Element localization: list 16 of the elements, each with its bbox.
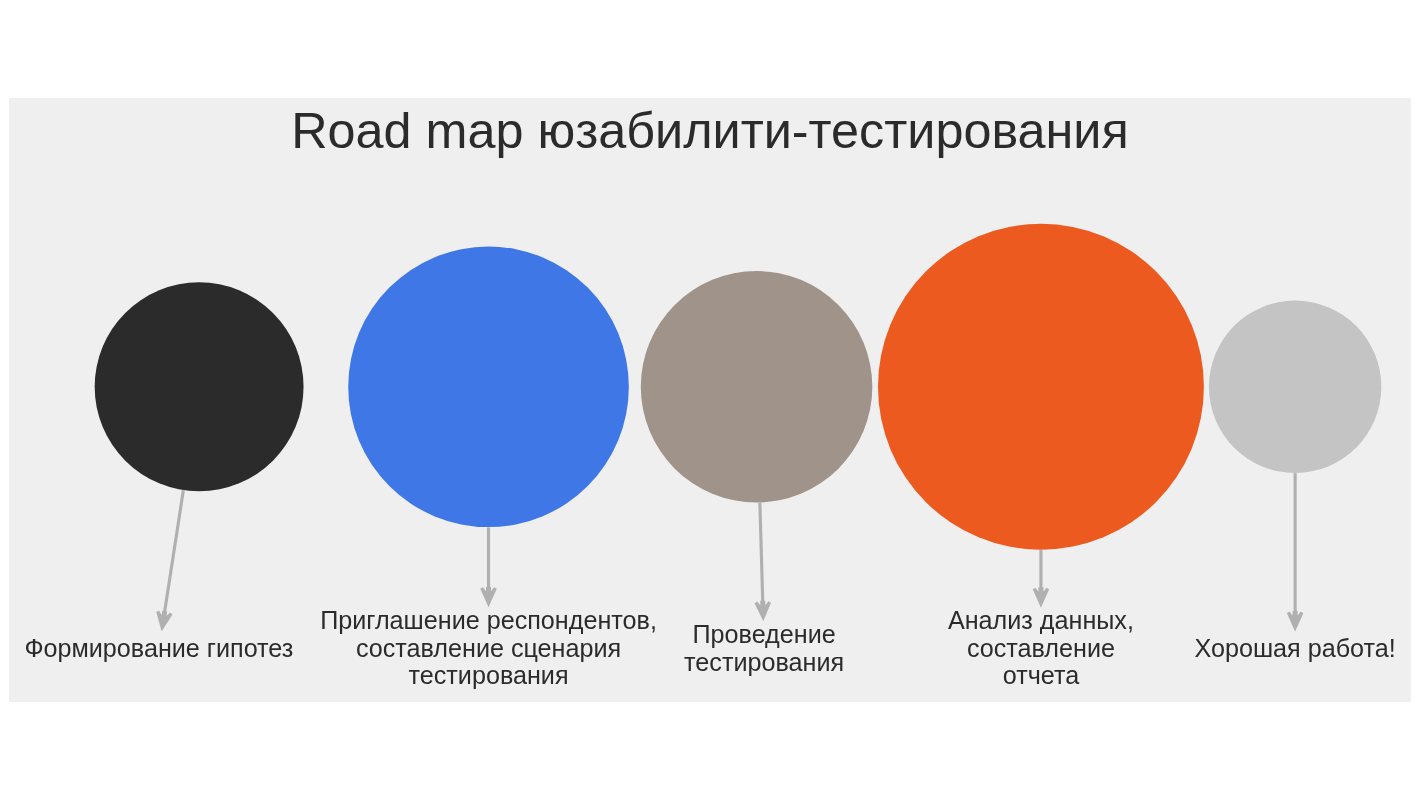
- node-text: Хорошая работа!: [1194, 633, 1396, 662]
- node-circle: [348, 246, 629, 528]
- node-circle: [640, 271, 873, 503]
- node-text: Анализ данных, составление отчета: [947, 606, 1134, 690]
- node-text: Проведение тестирования: [684, 619, 845, 676]
- diagram-title: Road map юзабилити-тестирования: [291, 102, 1129, 160]
- arrow: [480, 527, 497, 605]
- arrow: [1032, 550, 1050, 606]
- arrow: [754, 502, 772, 619]
- node-circle: [878, 223, 1204, 550]
- arrow: [156, 489, 185, 630]
- node-text: Формирование гипотез: [24, 633, 294, 662]
- node-circle: [94, 282, 304, 492]
- arrow: [1286, 473, 1304, 630]
- node-text: Приглашение респондентов, составление сценария тестирования: [320, 606, 657, 690]
- node-circle: [1208, 300, 1382, 473]
